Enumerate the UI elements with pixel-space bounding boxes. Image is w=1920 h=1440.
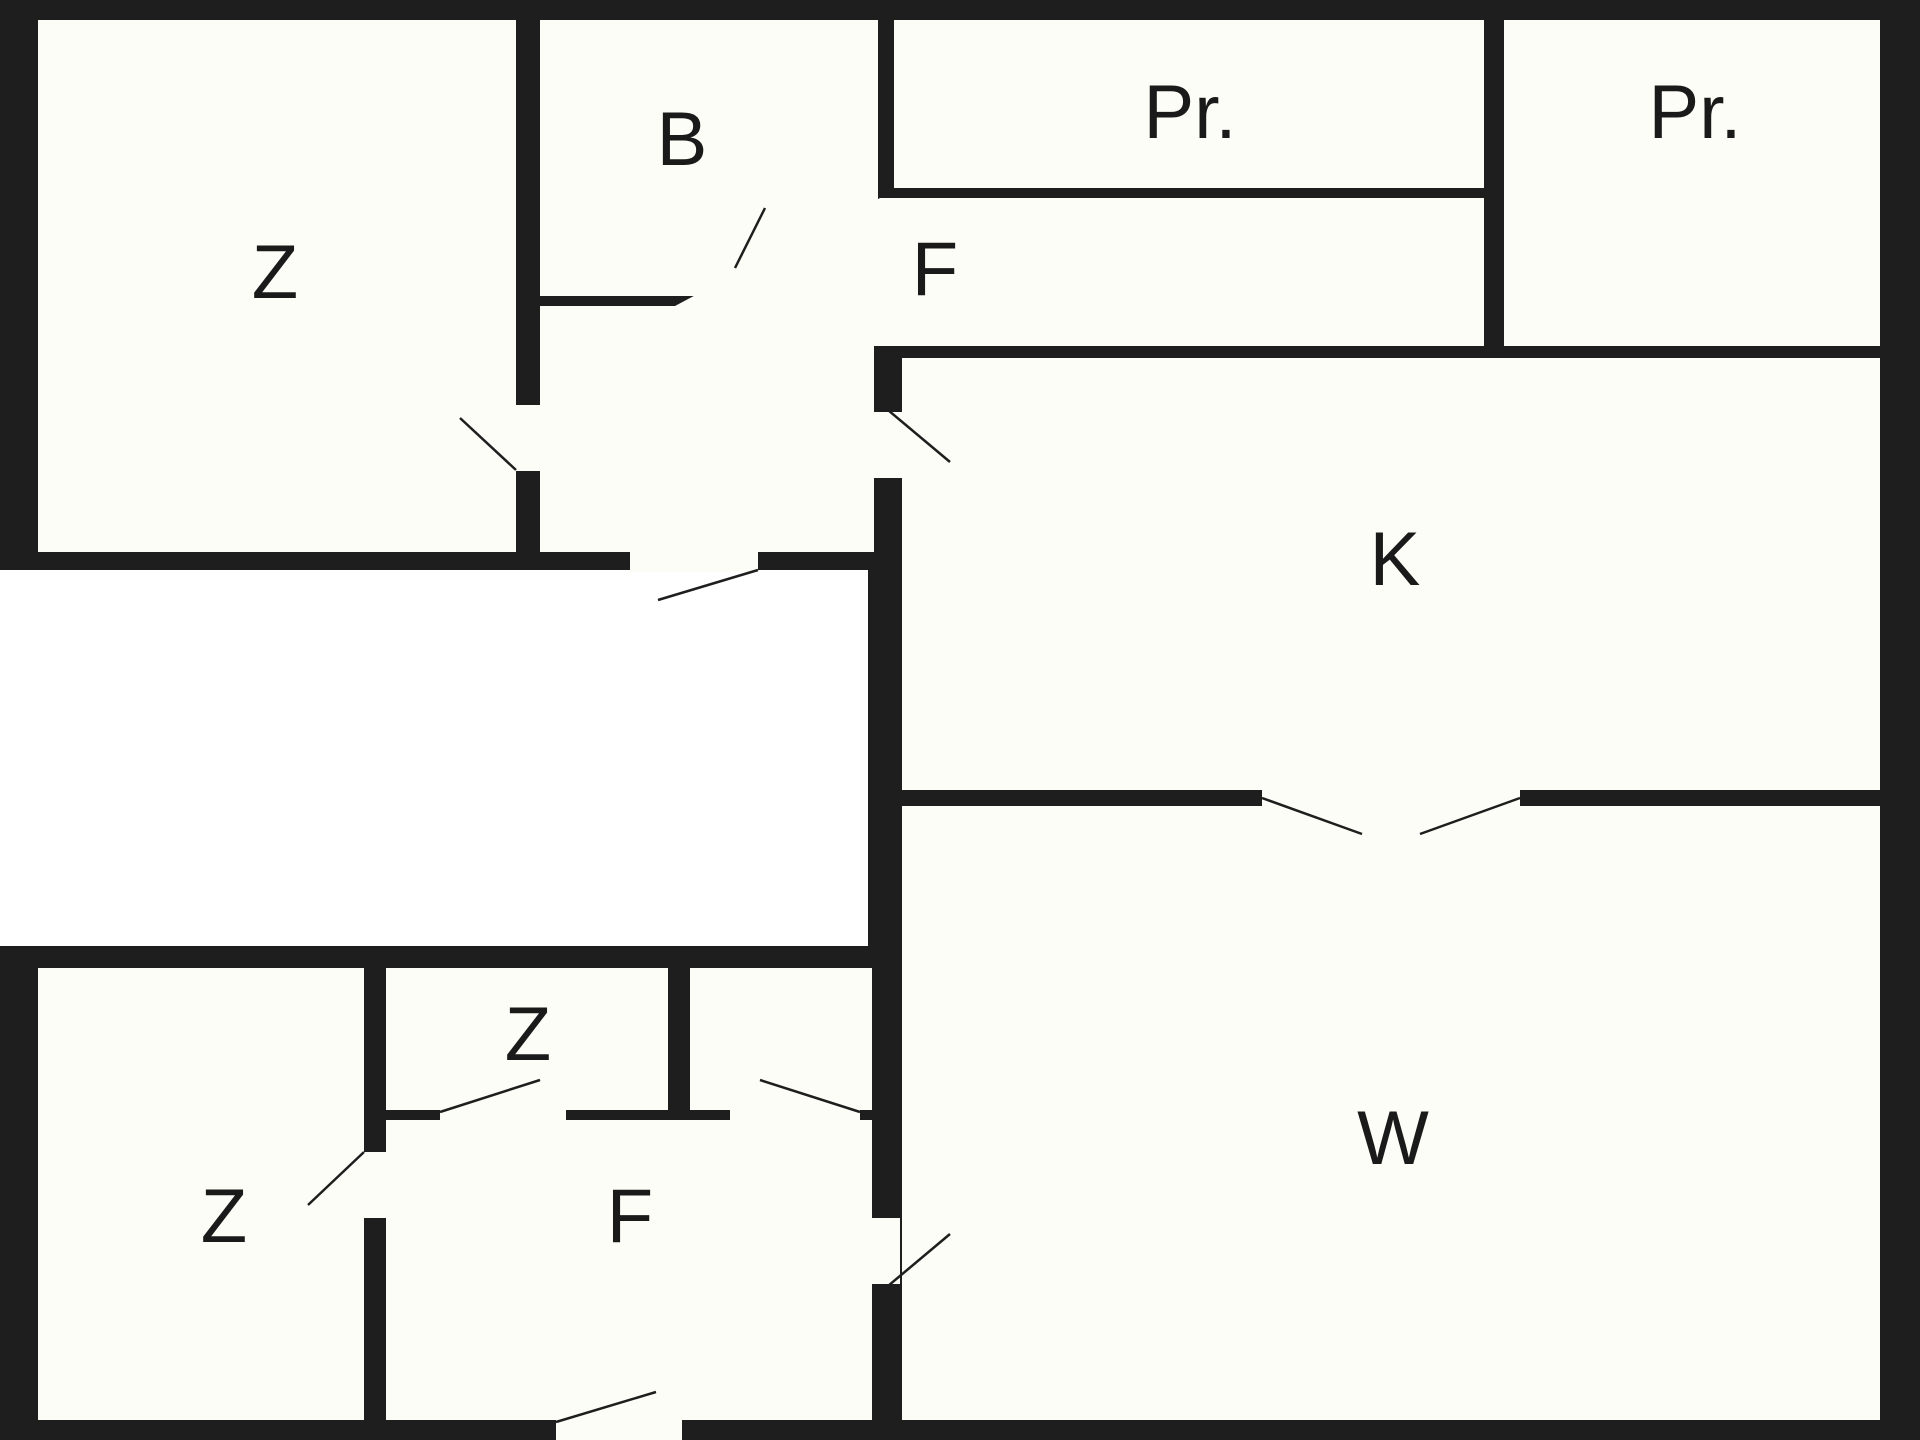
door-gap-z-small — [440, 1110, 566, 1122]
floor-z-small — [386, 968, 668, 1110]
floor-pr-1 — [894, 20, 1484, 188]
label-f-top: F — [912, 227, 958, 312]
label-b: B — [657, 97, 708, 182]
door-gap-k-w — [1262, 790, 1520, 806]
door-gap-kitchen — [874, 412, 902, 478]
door-gap-z-top-left — [516, 405, 540, 471]
door-gap-z-bottom-left — [364, 1152, 386, 1218]
door-openings — [364, 200, 1520, 1440]
floor-w — [902, 806, 1880, 1420]
door-leaf-z-small — [439, 1078, 541, 1114]
label-k: K — [1370, 517, 1421, 602]
floor-pr-2 — [1504, 20, 1880, 346]
door-gap-hall-void — [630, 552, 758, 572]
floor-z-top-left — [38, 20, 516, 552]
label-pr-1: Pr. — [1144, 70, 1237, 155]
door-swings — [307, 207, 1521, 1424]
label-z-small: Z — [505, 992, 551, 1077]
room-labels: Z B Pr. Pr. F K Z Z F W — [201, 70, 1742, 1259]
door-leaf-w — [887, 1233, 951, 1287]
door-gap-w — [872, 1218, 900, 1284]
door-leaf-k-w-right — [1419, 796, 1521, 836]
room-floors — [38, 20, 1880, 1420]
floor-f-bottom — [386, 1120, 872, 1420]
label-pr-2: Pr. — [1649, 70, 1742, 155]
label-f-bottom: F — [607, 1174, 653, 1259]
door-gap-entrance — [556, 1420, 682, 1440]
label-z-top-left: Z — [252, 230, 298, 315]
floor-closet — [690, 968, 872, 1110]
door-leaf-z-bottom-left — [307, 1151, 365, 1206]
floor-k — [902, 358, 1880, 790]
floor-f-top — [540, 198, 1484, 552]
door-gap-closet — [730, 1110, 860, 1122]
door-leaf-closet — [759, 1078, 861, 1114]
floor-z-bottom-left — [38, 968, 364, 1420]
door-leaf-kitchen — [887, 409, 951, 463]
door-gap-bathroom — [734, 200, 832, 270]
door-leaf-k-w-left — [1261, 796, 1363, 836]
void-area — [0, 570, 868, 946]
door-leaf-bathroom — [733, 207, 767, 269]
door-leaf-hall-void — [657, 568, 759, 602]
door-leaf-z-top-left — [459, 417, 517, 471]
door-leaf-entrance — [555, 1390, 657, 1424]
label-z-bottom-left: Z — [201, 1174, 247, 1259]
label-w: W — [1357, 1096, 1429, 1181]
